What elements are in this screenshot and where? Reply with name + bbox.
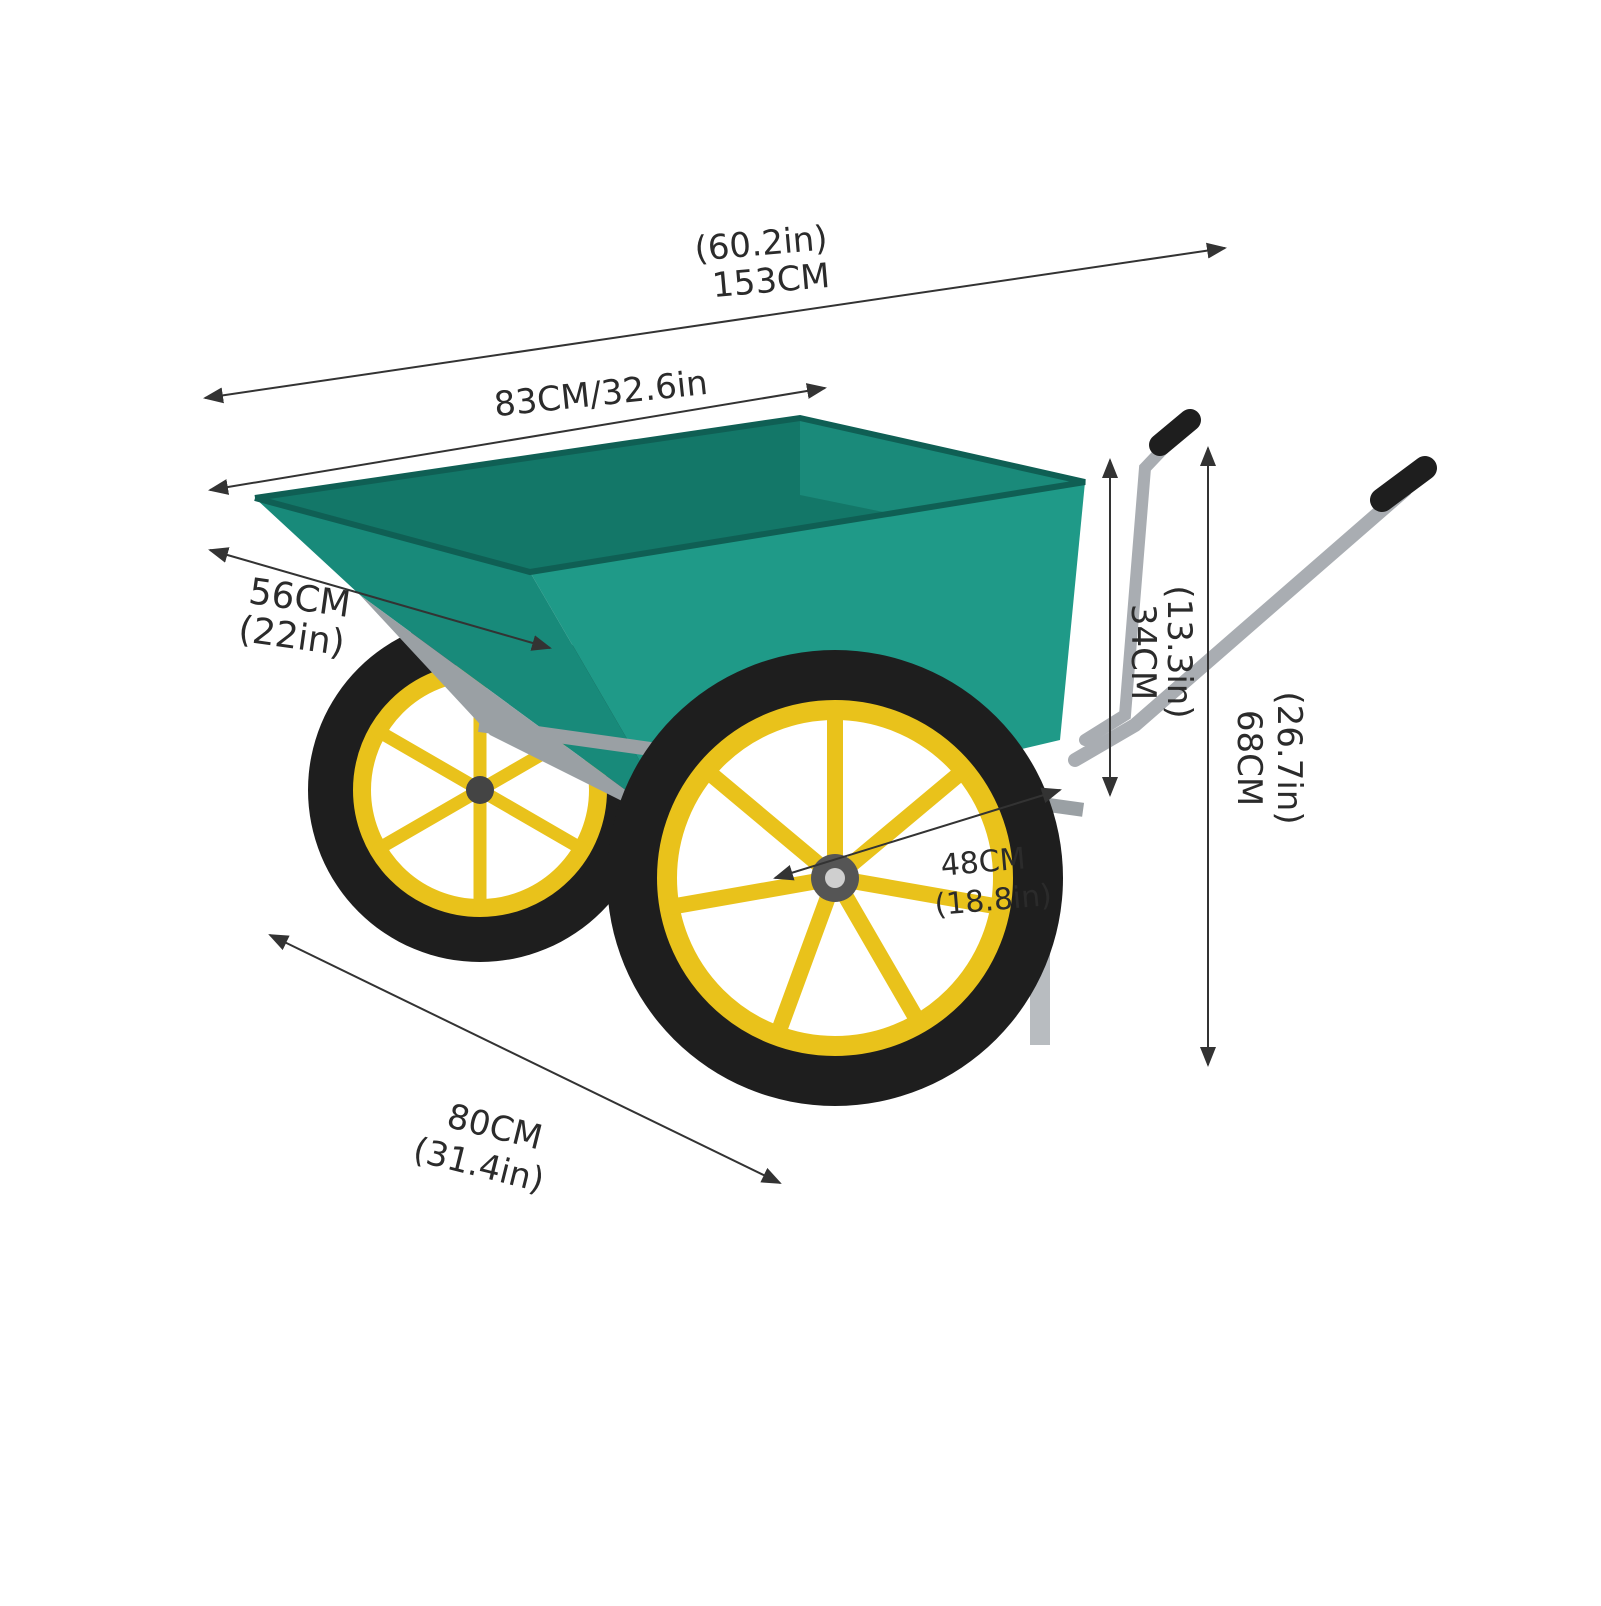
overall-height-metric: 68CM [1229,710,1269,806]
bucket-length-line [208,383,827,495]
dimension-labels: (60.2in) 153CM 83CM/32.6in 56CM (22in) (… [236,218,1309,1201]
bucket-depth-imperial: (13.3in) [1159,585,1199,718]
wheel-span-line [268,934,782,1184]
handle-right [1068,456,1437,767]
overall-height-imperial: (26.7in) [1269,691,1309,824]
overall-length-line [203,242,1227,404]
dimension-lines [203,242,1227,1184]
bucket-depth-metric: 34CM [1123,604,1163,700]
wheel-diameter-line [773,787,1062,881]
wheel-diameter-metric: 48CM [939,841,1027,883]
bucket-length-label: 83CM/32.6in [492,363,710,425]
bucket-width-line [208,547,552,651]
